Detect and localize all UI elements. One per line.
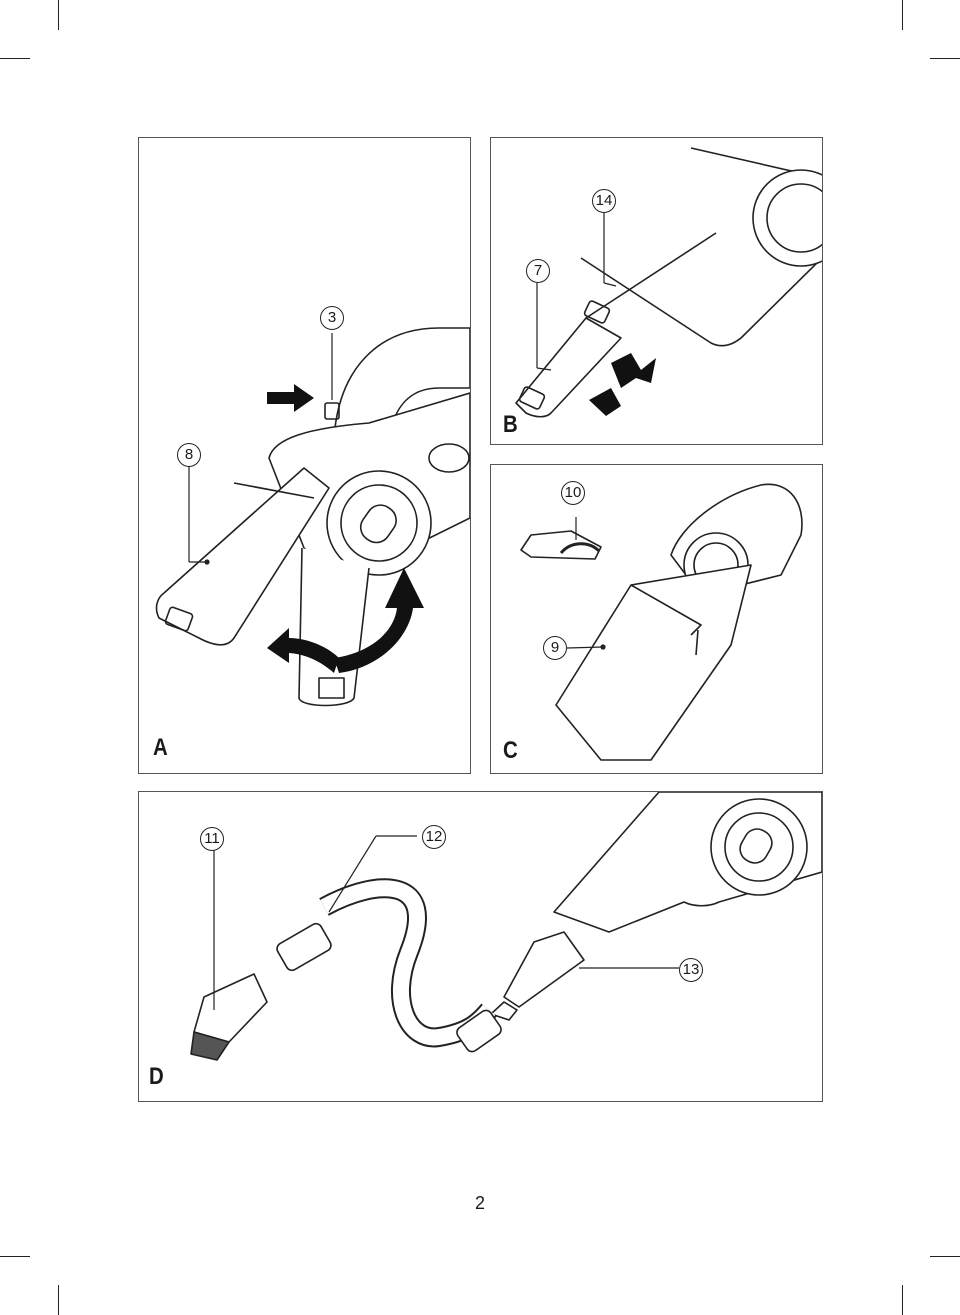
figure-panel-c: 10 9 C bbox=[490, 464, 823, 774]
figure-panel-d: 11 12 13 D bbox=[138, 791, 823, 1102]
dust-bag-illustration bbox=[520, 483, 803, 761]
callout-8: 8 bbox=[177, 443, 201, 467]
crop-mark bbox=[0, 1256, 30, 1257]
crop-mark bbox=[930, 1256, 960, 1257]
filter-slide-illustration bbox=[515, 147, 822, 418]
panel-label-c: C bbox=[503, 737, 518, 764]
crop-mark bbox=[58, 0, 59, 30]
panel-label-d: D bbox=[149, 1063, 164, 1090]
callout-9: 9 bbox=[543, 636, 567, 660]
callout-10: 10 bbox=[561, 481, 585, 505]
crop-mark bbox=[902, 1285, 903, 1315]
vacuum-filter-removal-illustration bbox=[155, 327, 470, 707]
figure-panel-b: 14 7 B bbox=[490, 137, 823, 445]
figure-panel-a: 3 8 A bbox=[138, 137, 471, 774]
crop-mark bbox=[902, 0, 903, 30]
crop-mark bbox=[58, 1285, 59, 1315]
page-number: 2 bbox=[474, 1193, 485, 1213]
crop-mark bbox=[0, 58, 30, 59]
panel-label-b: B bbox=[503, 411, 518, 438]
panel-label-a: A bbox=[153, 734, 168, 761]
callout-7: 7 bbox=[526, 259, 550, 283]
callout-13: 13 bbox=[679, 958, 703, 982]
crop-mark bbox=[930, 58, 960, 59]
callout-11: 11 bbox=[200, 827, 224, 851]
callout-12: 12 bbox=[422, 825, 446, 849]
callout-3: 3 bbox=[320, 306, 344, 330]
callout-14: 14 bbox=[592, 189, 616, 213]
hose-accessory-illustration bbox=[190, 792, 822, 1061]
